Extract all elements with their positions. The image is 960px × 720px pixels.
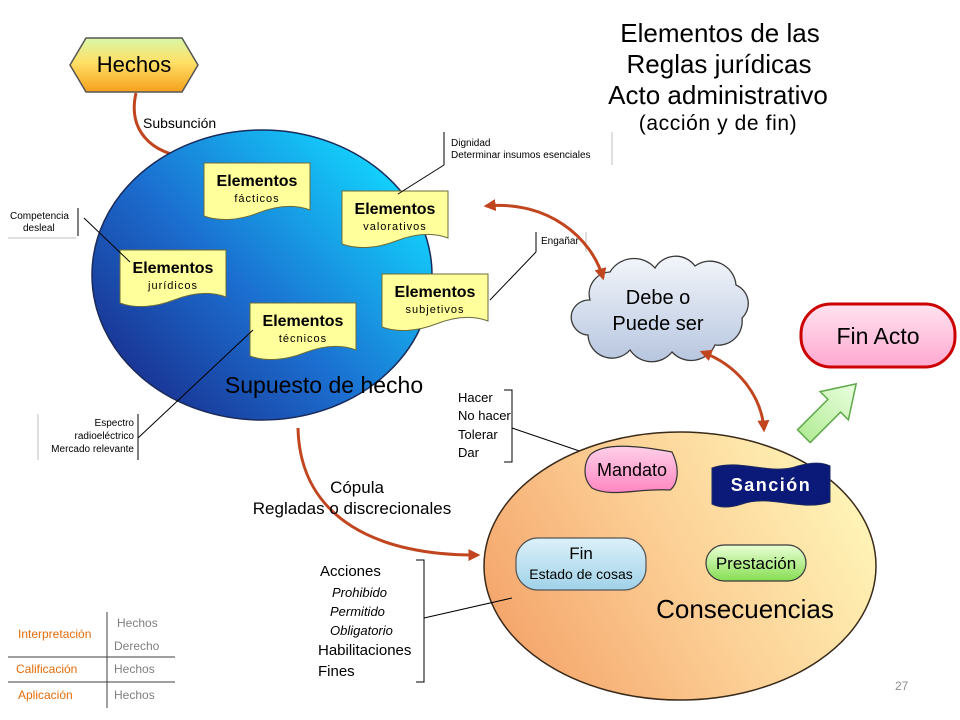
note-line: Mercado relevante — [51, 444, 134, 455]
note-connector — [137, 329, 254, 439]
element-juridicos: Elementos jurídicos — [119, 249, 227, 308]
sancion-flag-group: Sanción — [711, 462, 831, 508]
list-item: Dar — [458, 445, 480, 460]
element-sub: subjetivos — [406, 304, 465, 316]
element-title: Elementos — [263, 313, 344, 330]
table-stage-cell: Aplicación — [18, 688, 73, 702]
consecuencias-label: Consecuencias — [656, 594, 834, 624]
note-line: Competencia — [10, 211, 69, 222]
list-item: Permitido — [330, 604, 385, 619]
element-subjetivos: Elementos subjetivos — [381, 273, 489, 332]
copula-sub-label: Regladas o discrecionales — [253, 499, 451, 518]
note-connector — [83, 217, 131, 263]
sancion-label: Sanción — [731, 475, 812, 495]
cloud-shape — [570, 255, 749, 363]
stages-table: Interpretación Hechos Derecho Calificaci… — [8, 612, 175, 708]
note-valorativos: Dignidad Determinar insumos esenciales — [397, 132, 613, 195]
list-item: Obligatorio — [330, 623, 393, 638]
table-object-cell: Hechos — [114, 662, 155, 676]
list-item: Hacer — [458, 390, 493, 405]
mandato-label: Mandato — [597, 460, 667, 480]
table-object-cell: Hechos — [114, 688, 155, 702]
hechos-hexagon: Hechos — [69, 37, 199, 93]
title-line-3: Acto administrativo — [608, 80, 828, 110]
copula-label: Cópula — [330, 478, 384, 497]
document-shape — [381, 273, 489, 332]
table-object-cell: Hechos — [117, 616, 158, 630]
fin-shape — [515, 537, 647, 591]
list-item: Prohibido — [332, 585, 387, 600]
list-connector — [423, 597, 513, 619]
mandato-shape — [584, 445, 678, 494]
list-item: Acciones — [320, 563, 381, 580]
note-juridicos: Competencia desleal — [8, 208, 131, 263]
element-title: Elementos — [133, 260, 214, 277]
table-stage-cell: Interpretación — [18, 627, 91, 641]
green-up-right-arrow-icon — [796, 382, 858, 444]
note-connector — [397, 164, 445, 195]
note-tecnicos: Espectro radioeléctrico Mercado relevant… — [37, 329, 254, 460]
hechos-shape — [69, 37, 199, 93]
note-connector — [489, 251, 537, 301]
list-item: Tolerar — [458, 427, 498, 442]
note-line: Espectro — [95, 418, 135, 429]
title-line-4: (acción y de fin) — [639, 112, 797, 135]
element-sub: jurídicos — [147, 280, 198, 292]
note-line: Engañar — [541, 236, 579, 247]
subsuncion-label: Subsunción — [143, 115, 216, 131]
element-sub: técnicos — [279, 333, 327, 345]
supuesto-cloud-arrow — [483, 199, 607, 281]
modal-cloud: Debe o Puede ser — [570, 255, 749, 363]
list-bracket — [416, 559, 425, 683]
sancion-shape — [711, 462, 831, 508]
copula-arrow — [296, 427, 481, 562]
list-item: Habilitaciones — [318, 642, 411, 659]
prestacion-label: Prestación — [716, 554, 796, 573]
fin-acto-shape — [799, 302, 957, 369]
table-stage-cell: Calificación — [16, 662, 77, 676]
element-facticos: Elementos fácticos — [203, 162, 311, 221]
fin-box-group: Fin Estado de cosas — [515, 537, 647, 591]
prestacion-box-group: Prestación — [705, 544, 807, 582]
hechos-label: Hechos — [97, 52, 172, 77]
element-valorativos: Elementos valorativos — [341, 190, 449, 249]
cloud-consecuencias-arrow — [699, 349, 770, 433]
note-line: radioeléctrico — [75, 431, 135, 442]
list-item: No hacer — [458, 408, 511, 423]
table-object-cell: Derecho — [114, 639, 160, 653]
element-title: Elementos — [395, 284, 476, 301]
element-tecnicos: Elementos técnicos — [249, 302, 357, 361]
cloud-line-2: Puede ser — [612, 313, 704, 335]
element-sub: valorativos — [363, 221, 427, 233]
note-subjetivos: Engañar — [489, 232, 587, 301]
fin-acto-box: Fin Acto — [799, 302, 957, 369]
mandato-shape-group: Mandato — [584, 445, 678, 494]
prestacion-shape — [705, 544, 807, 582]
element-sub: fácticos — [234, 193, 279, 205]
slide-title: Elementos de las Reglas jurídicas Acto a… — [608, 18, 828, 135]
fin-sub-label: Estado de cosas — [529, 566, 633, 582]
consecuencias-group: Consecuencias Mandato Sanción Fin Estado… — [483, 431, 877, 701]
acciones-list: Acciones Prohibido Permitido Obligatorio… — [318, 559, 513, 683]
document-shape — [341, 190, 449, 249]
note-line: desleal — [23, 223, 55, 234]
cloud-line-1: Debe o — [626, 287, 691, 309]
supuesto-de-hecho-group: Supuesto de hecho Elementos fácticos Ele… — [91, 129, 489, 421]
title-line-2: Reglas jurídicas — [627, 49, 812, 79]
element-title: Elementos — [217, 173, 298, 190]
title-line-1: Elementos de las — [620, 18, 819, 48]
supuesto-label: Supuesto de hecho — [225, 372, 423, 398]
list-item: Fines — [318, 663, 355, 680]
fin-label: Fin — [569, 544, 593, 563]
note-line: Dignidad — [451, 138, 490, 149]
note-line: Determinar insumos esenciales — [451, 150, 591, 161]
fin-acto-label: Fin Acto — [836, 323, 919, 349]
list-bracket — [504, 389, 513, 463]
mandato-types-list: Hacer No hacer Tolerar Dar — [458, 389, 601, 463]
page-number: 27 — [895, 679, 909, 693]
element-title: Elementos — [355, 201, 436, 218]
